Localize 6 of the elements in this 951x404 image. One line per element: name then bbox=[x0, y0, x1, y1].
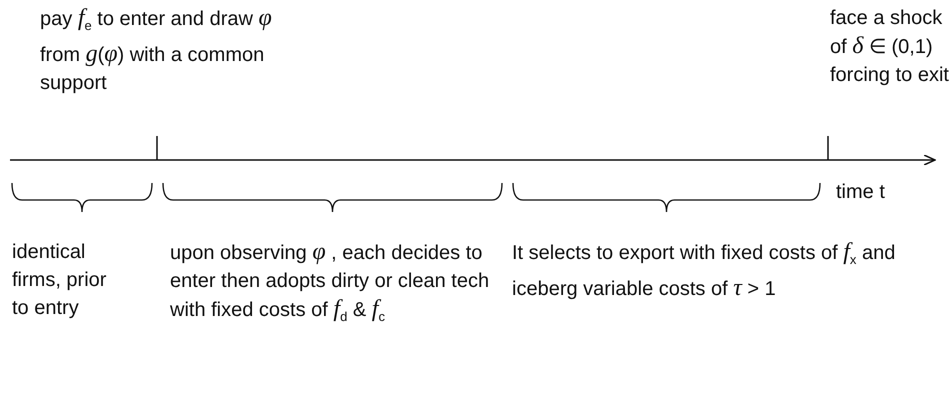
axis-label: time t bbox=[836, 180, 886, 205]
period-description: upon observing φ , each decides to enter then adopts dirty or clean tech with fixed costs of f$_{d}$ & f$_{c}$ bbox=[170, 238, 490, 326]
annotation-text: pay f$_{e}$ to enter and draw φ from g(φ) with a common support bbox=[40, 4, 273, 96]
annotation-text: face a shock of δ ∈ (0,1) forcing to exit bbox=[830, 6, 950, 88]
period-description: It selects to export with fixed costs of f$_{x}$ and iceberg variable costs of τ > 1 bbox=[512, 238, 896, 303]
period-description: identical firms, prior to entry bbox=[12, 240, 108, 321]
